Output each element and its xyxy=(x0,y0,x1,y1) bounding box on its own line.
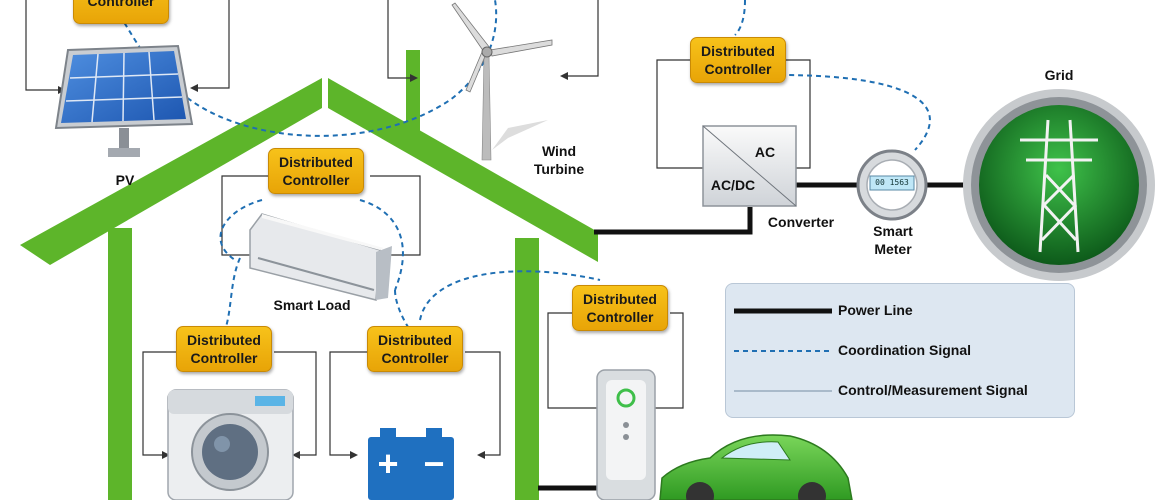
legend-box: Power Line Coordination Signal Control/M… xyxy=(725,283,1075,418)
controller-top-left: Controller xyxy=(73,0,169,24)
ev-charger-icon xyxy=(596,369,656,500)
smart-label: Smart xyxy=(873,223,913,239)
wind-label: Wind xyxy=(541,143,577,159)
smart-load-label: Smart Load xyxy=(273,297,351,313)
smart-meter-label: Smart Meter xyxy=(868,222,918,258)
controller-converter: Distributed Controller xyxy=(690,37,786,83)
legend-control-label: Control/Measurement Signal xyxy=(838,382,1028,398)
grid-label: Grid xyxy=(1044,67,1074,83)
controller-label-line2: Controller xyxy=(704,61,772,77)
controller-label-line2: Controller xyxy=(381,350,449,366)
controller-label-line2: Controller xyxy=(190,350,258,366)
power-lines xyxy=(538,182,968,491)
legend-swatches xyxy=(734,308,832,392)
pv-label: PV xyxy=(115,172,135,188)
controller-battery: Distributed Controller xyxy=(367,326,463,372)
grid-pylon-icon xyxy=(963,89,1155,281)
washing-machine-icon xyxy=(167,389,294,500)
controller-label-line1: Distributed xyxy=(701,43,775,59)
control-signal-lines xyxy=(25,0,811,456)
wind-turbine-icon xyxy=(451,2,553,161)
controller-label-line: Controller xyxy=(87,0,155,9)
meter-label: Meter xyxy=(874,241,912,257)
converter-acdc-label: AC/DC xyxy=(710,177,756,193)
battery-minus-sign: − xyxy=(423,443,445,484)
controller-label-line1: Distributed xyxy=(279,154,353,170)
legend-power-line-label: Power Line xyxy=(838,302,913,318)
wind-turbine-label: Wind Turbine xyxy=(520,142,598,178)
converter-label: Converter xyxy=(767,214,835,230)
controller-label-line2: Controller xyxy=(282,172,350,188)
turbine-label: Turbine xyxy=(533,161,585,177)
legend-coordination-label: Coordination Signal xyxy=(838,342,971,358)
meter-reading: 00 1563 xyxy=(875,178,909,187)
controller-label-line2: Controller xyxy=(586,309,654,325)
controller-washer: Distributed Controller xyxy=(176,326,272,372)
air-conditioner-icon xyxy=(249,213,392,301)
controller-ev-charger: Distributed Controller xyxy=(572,285,668,331)
converter-ac-label: AC xyxy=(754,144,776,160)
converter-icon xyxy=(702,125,797,207)
smart-meter-icon xyxy=(856,149,928,221)
controller-smart-load: Distributed Controller xyxy=(268,148,364,194)
battery-icon xyxy=(368,428,454,500)
controller-label-line1: Distributed xyxy=(378,332,452,348)
solar-panel-icon xyxy=(54,44,194,157)
house-outline xyxy=(20,50,598,500)
battery-plus-sign: + xyxy=(377,443,399,484)
controller-label-line1: Distributed xyxy=(583,291,657,307)
controller-label-line1: Distributed xyxy=(187,332,261,348)
electric-car-icon xyxy=(659,434,853,500)
